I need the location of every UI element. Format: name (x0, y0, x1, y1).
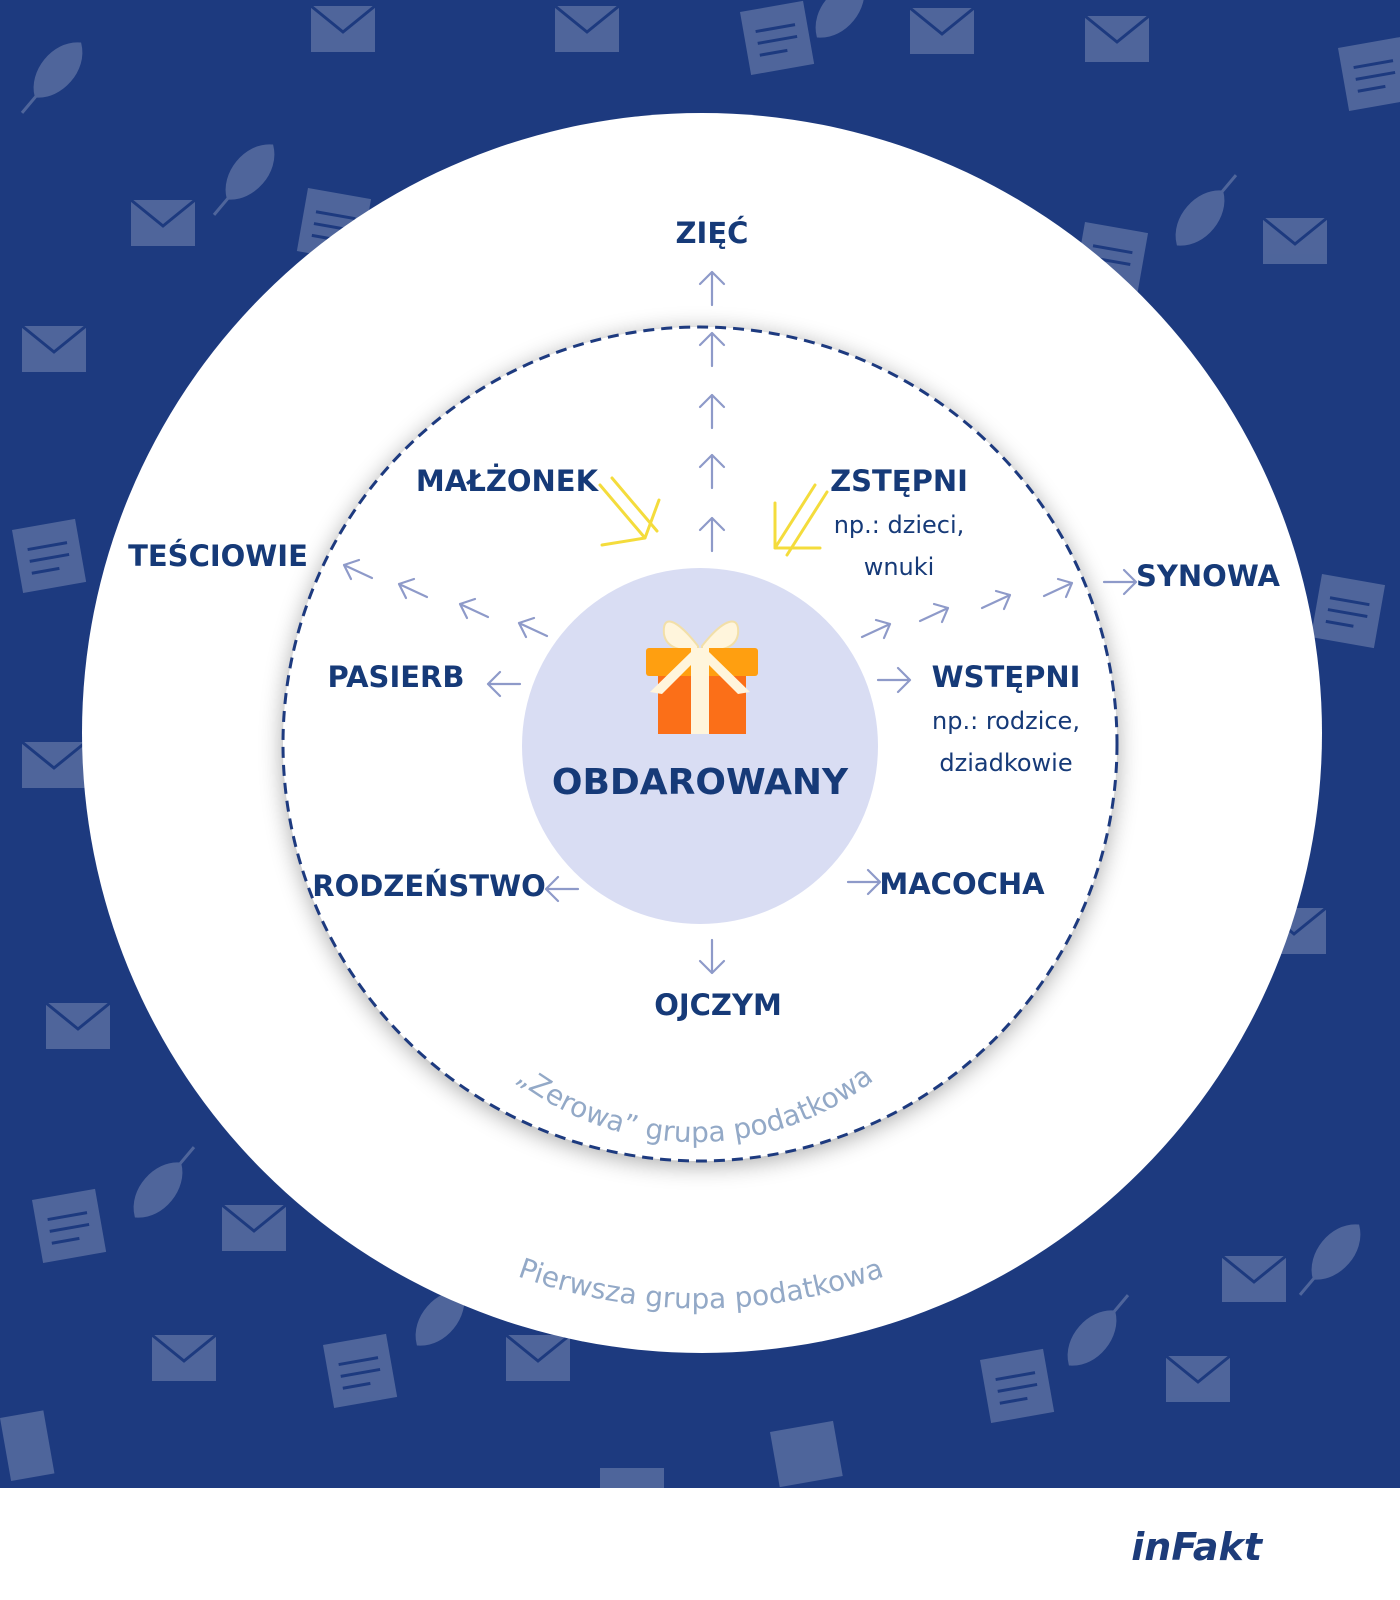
label-ziec: ZIĘĆ (676, 216, 749, 250)
note-icon (1338, 37, 1400, 111)
label-zstepni-note-2: wnuki (864, 553, 935, 581)
envelope-icon (22, 326, 86, 372)
label-pasierb: PASIERB (328, 660, 465, 694)
envelope-icon (222, 1205, 286, 1251)
label-wstepni: WSTĘPNI (932, 660, 1081, 694)
envelope-icon (600, 1468, 664, 1488)
envelope-icon (1222, 1256, 1286, 1302)
envelope-icon (506, 1335, 570, 1381)
label-wstepni-note-2: dziadkowie (939, 749, 1072, 777)
label-zstepni: ZSTĘPNI (830, 464, 968, 498)
note-icon (740, 1, 814, 75)
label-rodzenstwo: RODZEŃSTWO (312, 869, 545, 903)
envelope-icon (1085, 16, 1149, 62)
label-zstepni-note-1: np.: dzieci, (834, 511, 965, 539)
label-ojczym: OJCZYM (654, 988, 782, 1022)
envelope-icon (1263, 218, 1327, 264)
note-icon (12, 519, 86, 593)
envelope-icon (131, 200, 195, 246)
note-icon (1311, 574, 1385, 648)
envelope-icon (555, 6, 619, 52)
label-macocha: MACOCHA (879, 867, 1045, 901)
envelope-icon (46, 1003, 110, 1049)
note-icon (980, 1349, 1054, 1423)
envelope-icon (1166, 1356, 1230, 1402)
note-icon (770, 1421, 843, 1487)
label-tesciowie: TEŚCIOWIE (128, 539, 308, 573)
center-label: OBDAROWANY (552, 762, 849, 803)
brand-logo: inFakt (1131, 1525, 1264, 1569)
label-malzonek: MAŁŻONEK (416, 464, 600, 498)
note-icon (323, 1334, 397, 1408)
center-circle (522, 568, 878, 924)
envelope-icon (152, 1335, 216, 1381)
envelope-icon (311, 6, 375, 52)
note-icon (32, 1189, 106, 1263)
envelope-icon (22, 742, 86, 788)
label-wstepni-note-1: np.: rodzice, (932, 707, 1080, 735)
envelope-icon (910, 8, 974, 54)
label-synowa: SYNOWA (1136, 559, 1280, 593)
